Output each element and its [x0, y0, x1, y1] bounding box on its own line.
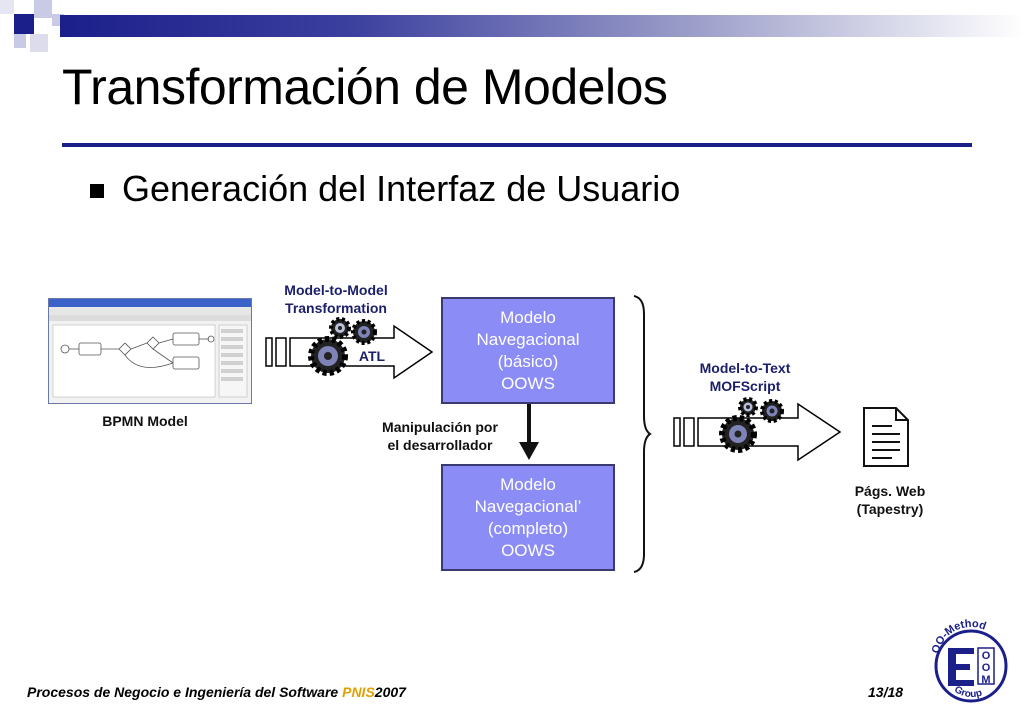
- m2t-label-line1: Model-to-Text: [699, 360, 791, 376]
- basic-model-line4: OOWS: [501, 373, 555, 393]
- grouping-brace: [633, 295, 652, 573]
- complete-navigational-model-box: Modelo Navegacional’ (completo) OOWS: [441, 464, 615, 571]
- gear-icon: [719, 415, 757, 453]
- basic-model-line2: Navegacional: [476, 329, 580, 349]
- complete-model-line2: Navegacional’: [474, 496, 582, 516]
- svg-text:O: O: [982, 662, 991, 674]
- header-bar: [60, 15, 1024, 37]
- title-underline: [62, 143, 972, 147]
- basic-navigational-model-box: Modelo Navegacional (básico) OOWS: [441, 297, 615, 404]
- svg-text:O: O: [982, 650, 991, 662]
- complete-model-line1: Modelo: [500, 474, 556, 494]
- oo-method-group-logo: OO-Method Group O O M: [930, 618, 1008, 703]
- bullet-text: Generación del Interfaz de Usuario: [122, 168, 681, 209]
- basic-model-line1: Modelo: [500, 307, 556, 327]
- footer-conference: PNIS: [342, 684, 375, 700]
- output-label-line1: Págs. Web: [854, 483, 926, 499]
- gear-icon: [308, 336, 348, 376]
- bpmn-model-label: BPMN Model: [102, 413, 188, 429]
- manipulation-label-line1: Manipulación por: [382, 419, 498, 435]
- m2m-transformation-arrow: [265, 317, 434, 380]
- manipulation-label-line2: el desarrollador: [387, 437, 493, 453]
- page-number: 13/18: [868, 684, 904, 700]
- header-decoration: [0, 0, 1024, 60]
- m2t-transformation-arrow: [673, 397, 842, 462]
- complete-model-line3: (completo): [487, 518, 569, 538]
- manipulation-arrow: [519, 404, 539, 460]
- gear-icon: [738, 397, 758, 417]
- m2t-label: Model-to-Text MOFScript: [678, 359, 812, 395]
- slide-title: Transformación de Modelos: [62, 59, 668, 115]
- output-label: Págs. Web (Tapestry): [832, 482, 948, 518]
- bpmn-model-screenshot: [48, 298, 252, 404]
- footer-text: Procesos de Negocio e Ingeniería del Sof…: [27, 684, 406, 700]
- complete-model-line4: OOWS: [501, 540, 555, 560]
- gear-icon: [760, 399, 784, 423]
- m2t-label-line2: MOFScript: [709, 378, 781, 394]
- footer-prefix: Procesos de Negocio e Ingeniería del Sof…: [27, 684, 343, 700]
- svg-text:M: M: [981, 674, 990, 686]
- gear-icon: [329, 317, 351, 339]
- atl-label: ATL: [358, 348, 386, 364]
- gear-icon: [351, 319, 377, 345]
- footer-year: 2007: [374, 684, 406, 700]
- m2m-label: Model-to-Model Transformation: [262, 281, 410, 317]
- manipulation-label: Manipulación por el desarrollador: [364, 418, 516, 454]
- output-label-line2: (Tapestry): [856, 501, 924, 517]
- basic-model-line3: (básico): [497, 351, 559, 371]
- m2m-label-line2: Transformation: [285, 300, 387, 316]
- document-icon: [863, 407, 909, 467]
- bullet-marker: [90, 184, 104, 198]
- m2m-label-line1: Model-to-Model: [284, 282, 388, 298]
